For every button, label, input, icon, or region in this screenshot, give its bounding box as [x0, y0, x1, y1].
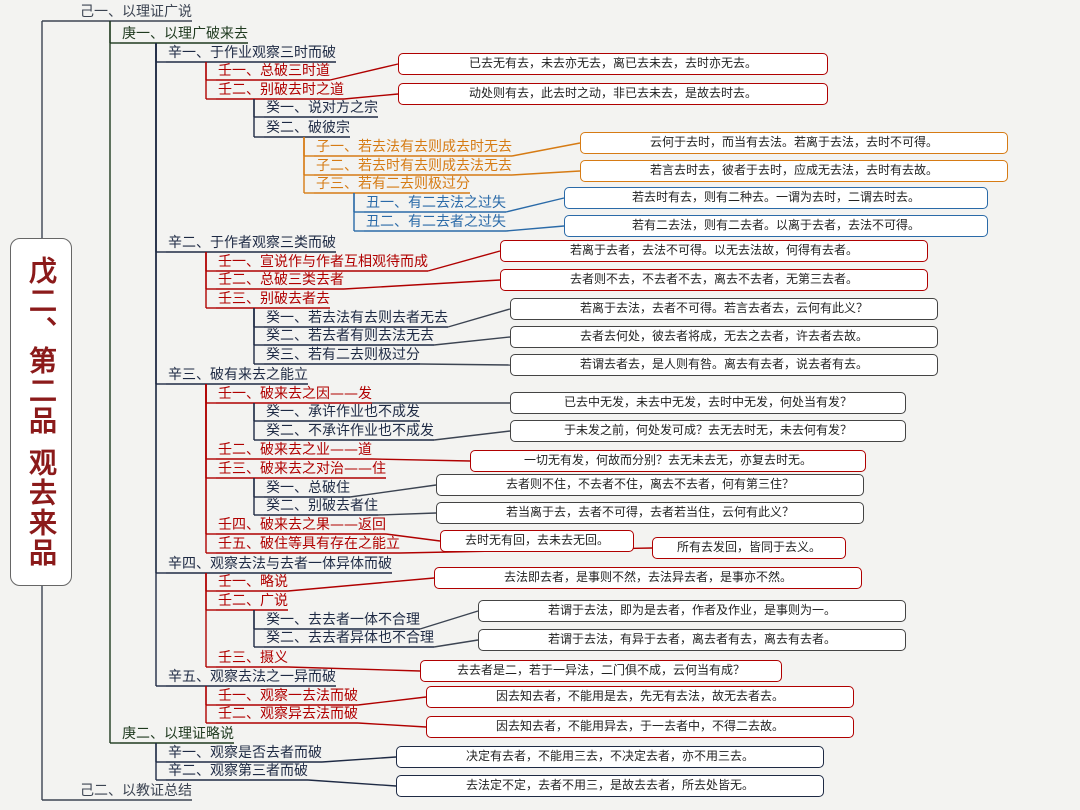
verse-note: 去者则不去，不去者不去，离去不去者，无第三去者。 [500, 269, 928, 291]
verse-note: 若当离于去，去者不可得，去者若当住，云何有此义？ [436, 502, 864, 524]
note-pointer [433, 336, 511, 346]
verse-note: 若言去时去，彼者于去时，应成无去法，去时有去故。 [580, 160, 1008, 182]
outline-node: 壬二、观察异去法而破 [218, 706, 358, 722]
note-pointer [287, 666, 421, 672]
root-title-box: 戊二、第二品 观去来品 [10, 238, 72, 586]
note-pointer [377, 512, 437, 516]
outline-node: 辛二、观察第三者而破 [168, 763, 308, 779]
verse-note: 若谓去者去，是人则有咎。离去有去者，说去者有去。 [510, 354, 938, 376]
note-pointer [505, 225, 565, 232]
outline-node: 壬五、破住等具有存在之能立 [218, 536, 400, 552]
outline-node: 癸二、去去者异体也不合理 [266, 630, 434, 646]
outline-node: 壬三、别破去者去 [218, 291, 330, 307]
outline-node: 癸一、承许作业也不成发 [266, 404, 420, 420]
outline-node: 癸一、说对方之宗 [266, 100, 378, 116]
outline-node: 壬一、观察一去法而破 [218, 688, 358, 704]
note-pointer [357, 696, 427, 706]
verse-note: 若谓于去法，有异于去者，离去者有去，离去有去者。 [478, 629, 906, 651]
root-title: 戊二、第二品 观去来品 [25, 256, 58, 568]
note-pointer [371, 458, 471, 462]
outline-node: 辛四、观察去法与去者一体异体而破 [168, 556, 392, 572]
outline-node: 辛三、破有来去之能立 [168, 367, 308, 383]
verse-note: 因去知去者，不能用异去，于一去者中，不得二去故。 [426, 716, 854, 738]
outline-node: 己二、以教证总结 [80, 783, 192, 799]
note-pointer [357, 722, 427, 728]
outline-node: 辛五、观察去法之一异而破 [168, 669, 336, 685]
outline-node: 癸二、别破去者住 [266, 498, 378, 514]
outline-node: 子三、若有二去则极过分 [316, 176, 470, 192]
note-pointer [511, 142, 581, 157]
outline-node: 己一、以理证广说 [80, 4, 192, 20]
verse-note: 已去无有去，未去亦无去，离已去未去，去时亦无去。 [398, 53, 828, 75]
verse-note: 动处则有去，此去时之动，非已去未去，是故去时去。 [398, 83, 828, 105]
outline-node: 丑二、有二去者之过失 [366, 214, 506, 230]
outline-node: 癸三、若有二去则极过分 [266, 347, 420, 363]
outline-node: 壬一、总破三时道 [218, 63, 330, 79]
outline-node: 壬四、破来去之果——返回 [218, 517, 386, 533]
outline-node: 癸二、不承许作业也不成发 [266, 423, 434, 439]
verse-note: 若离于去者，去法不可得。以无去法故，何得有去者。 [500, 240, 928, 262]
outline-node: 壬一、略说 [218, 574, 288, 590]
outline-node: 子一、若去法有去则成去时无去 [316, 139, 512, 155]
verse-note: 云何于去时，而当有去法。若离于去法，去时不可得。 [580, 132, 1008, 154]
verse-note: 因去知去者，不能用是去，先无有去法，故无去者去。 [426, 686, 854, 708]
note-pointer [447, 308, 511, 328]
note-pointer [307, 779, 397, 787]
outline-node: 壬二、破来去之业——道 [218, 442, 372, 458]
outline-node: 癸一、去去者一体不合理 [266, 612, 420, 628]
verse-note: 去时无有回，去未去无回。 [440, 530, 634, 552]
verse-note: 已去中无发，未去中无发，去时中无发，何处当有发？ [510, 392, 906, 414]
outline-node: 庚二、以理证略说 [122, 726, 234, 742]
outline-node: 壬一、破来去之因——发 [218, 386, 372, 402]
outline-node: 子二、若去时有去则成去法无去 [316, 158, 512, 174]
verse-note: 去者则不住，不去者不住，离去不去者，何有第三住？ [436, 474, 864, 496]
verse-note: 去法即去者，是事则不然，去法异去者，是事亦不然。 [434, 567, 862, 589]
verse-note: 若去时有去，则有二种去。一谓为去时，二谓去时去。 [564, 187, 988, 209]
note-pointer [329, 63, 399, 81]
outline-node: 癸二、若去者有则去法无去 [266, 328, 434, 344]
outline-node: 癸一、总破住 [266, 480, 350, 496]
outline-node: 丑一、有二去法之过失 [366, 195, 506, 211]
note-pointer [433, 430, 511, 441]
outline-node: 庚一、以理广破来去 [122, 26, 248, 42]
note-pointer [511, 170, 581, 176]
outline-node: 壬二、总破三类去者 [218, 272, 344, 288]
verse-note: 若谓于去法，即为是去者，作者及作业，是事则为一。 [478, 600, 906, 622]
outline-node: 辛一、观察是否去者而破 [168, 745, 322, 761]
outline-node: 壬二、别破去时之道 [218, 82, 344, 98]
note-pointer [427, 250, 501, 272]
verse-note: 所有去发回，皆同于去义。 [652, 537, 846, 559]
outline-node: 壬一、宣说作与作者互相观待而成 [218, 254, 428, 270]
note-pointer [343, 279, 501, 290]
note-pointer [385, 533, 441, 542]
outline-node: 辛二、于作者观察三类而破 [168, 235, 336, 251]
note-pointer [419, 363, 511, 366]
outline-node: 辛一、于作业观察三时而破 [168, 45, 336, 61]
outline-node: 壬三、破来去之对治——住 [218, 461, 386, 477]
note-pointer [419, 610, 479, 630]
verse-note: 去者去何处，彼去者将成，无去之去者，许去者去故。 [510, 326, 938, 348]
note-pointer [287, 577, 435, 592]
verse-note: 去法定不定，去者不用三，是故去去者，所去处皆无。 [396, 775, 824, 797]
note-pointer [433, 639, 479, 648]
note-pointer [349, 484, 437, 498]
verse-note: 若离于去法，去者不可得。若言去者去，云何有此义？ [510, 298, 938, 320]
note-pointer [505, 197, 565, 213]
verse-note: 于未发之前，何处发可成？去无去时无，未去何有发？ [510, 420, 906, 442]
note-pointer [343, 93, 399, 100]
verse-note: 去去者是二，若于一异法，二门俱不成，云何当有成？ [420, 660, 782, 682]
outline-node: 癸一、若去法有去则去者无去 [266, 310, 448, 326]
verse-note: 决定有去者，不能用三去，不决定去者，亦不用三去。 [396, 746, 824, 768]
outline-node: 癸二、破彼宗 [266, 120, 350, 136]
verse-note: 一切无有发，何故而分别？去无未去无，亦复去时无。 [470, 450, 866, 472]
outline-node: 壬二、广说 [218, 593, 288, 609]
outline-node: 壬三、摄义 [218, 650, 288, 666]
verse-note: 若有二去法，则有二去者。以离于去者，去法不可得。 [564, 215, 988, 237]
note-pointer [321, 756, 397, 763]
